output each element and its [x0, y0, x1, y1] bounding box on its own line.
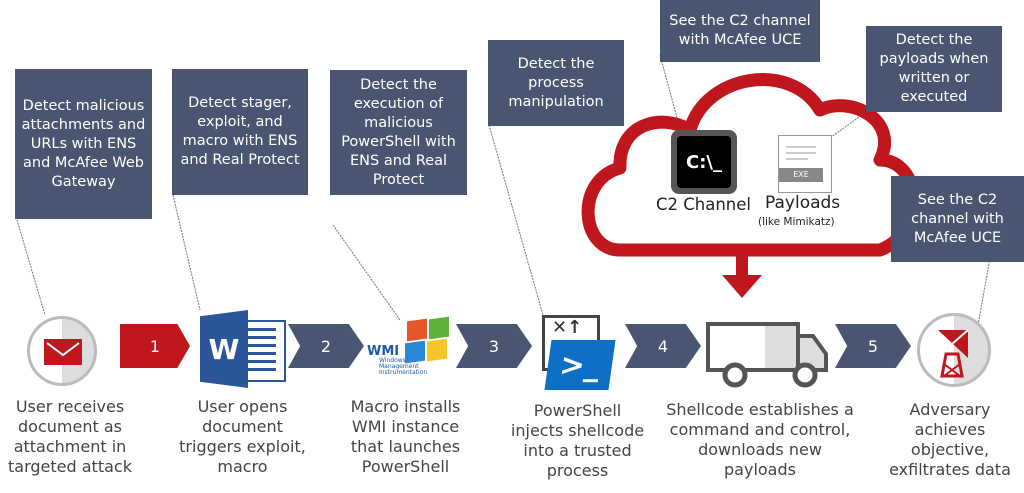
caption-step-2: User opens document triggers exploit, ma…: [179, 397, 306, 476]
callout-email: Detect malicious attachments and URLs wi…: [15, 69, 152, 219]
exe-file-icon: EXE: [778, 135, 832, 193]
caption-step-5: Shellcode establishes a command and cont…: [666, 400, 854, 479]
step-2-chevron: 2: [288, 324, 364, 368]
caption-step-1: User receives document as attachment in …: [8, 397, 132, 476]
callout-stager: Detect stager, exploit, and macro with E…: [172, 69, 308, 195]
payloads-label: Payloads: [765, 193, 841, 213]
caption-step-6: Adversary achieves objective, exfiltrate…: [889, 400, 1011, 479]
connector-line: [172, 194, 201, 311]
caption-step-3: Macro installs WMI instance that launche…: [350, 397, 461, 476]
cloud-arrow-shaft: [736, 255, 748, 277]
email-icon: [27, 316, 97, 386]
connector-line: [332, 224, 401, 321]
connector-line: [977, 257, 991, 326]
terminal-icon: C:\_: [671, 130, 737, 194]
step-3-chevron: 3: [456, 324, 532, 368]
connector-line: [488, 124, 544, 316]
cloud-outline: [581, 73, 921, 257]
wmi-logo: WMI Windows Management Instrumentation: [367, 316, 452, 380]
callout-c2-right: See the C2 channel with McAfee UCE: [891, 176, 1024, 262]
callout-process: Detect the process manipulation: [488, 40, 624, 126]
satellite-dish-icon: [917, 313, 991, 387]
callout-c2-top: See the C2 channel with McAfee UCE: [660, 0, 820, 62]
truck-icon: [706, 322, 828, 388]
caption-step-4: PowerShell injects shellcode into a trus…: [510, 401, 645, 480]
callout-payloads: Detect the payloads when written or exec…: [866, 26, 1002, 112]
step-5-chevron: 5: [835, 324, 911, 368]
connector-line: [16, 219, 46, 316]
callout-powershell: Detect the execution of malicious PowerS…: [330, 70, 467, 195]
cloud-arrow-head: [722, 275, 762, 298]
c2-channel-label: C2 Channel: [656, 195, 752, 214]
step-4-chevron: 4: [625, 324, 701, 368]
word-icon: W: [200, 310, 286, 388]
payloads-sublabel: (like Mimikatz): [758, 216, 835, 228]
connector-line: [826, 111, 867, 141]
step-1-chevron: 1: [120, 324, 190, 368]
powershell-icon: ✕↑ >_: [538, 315, 618, 393]
